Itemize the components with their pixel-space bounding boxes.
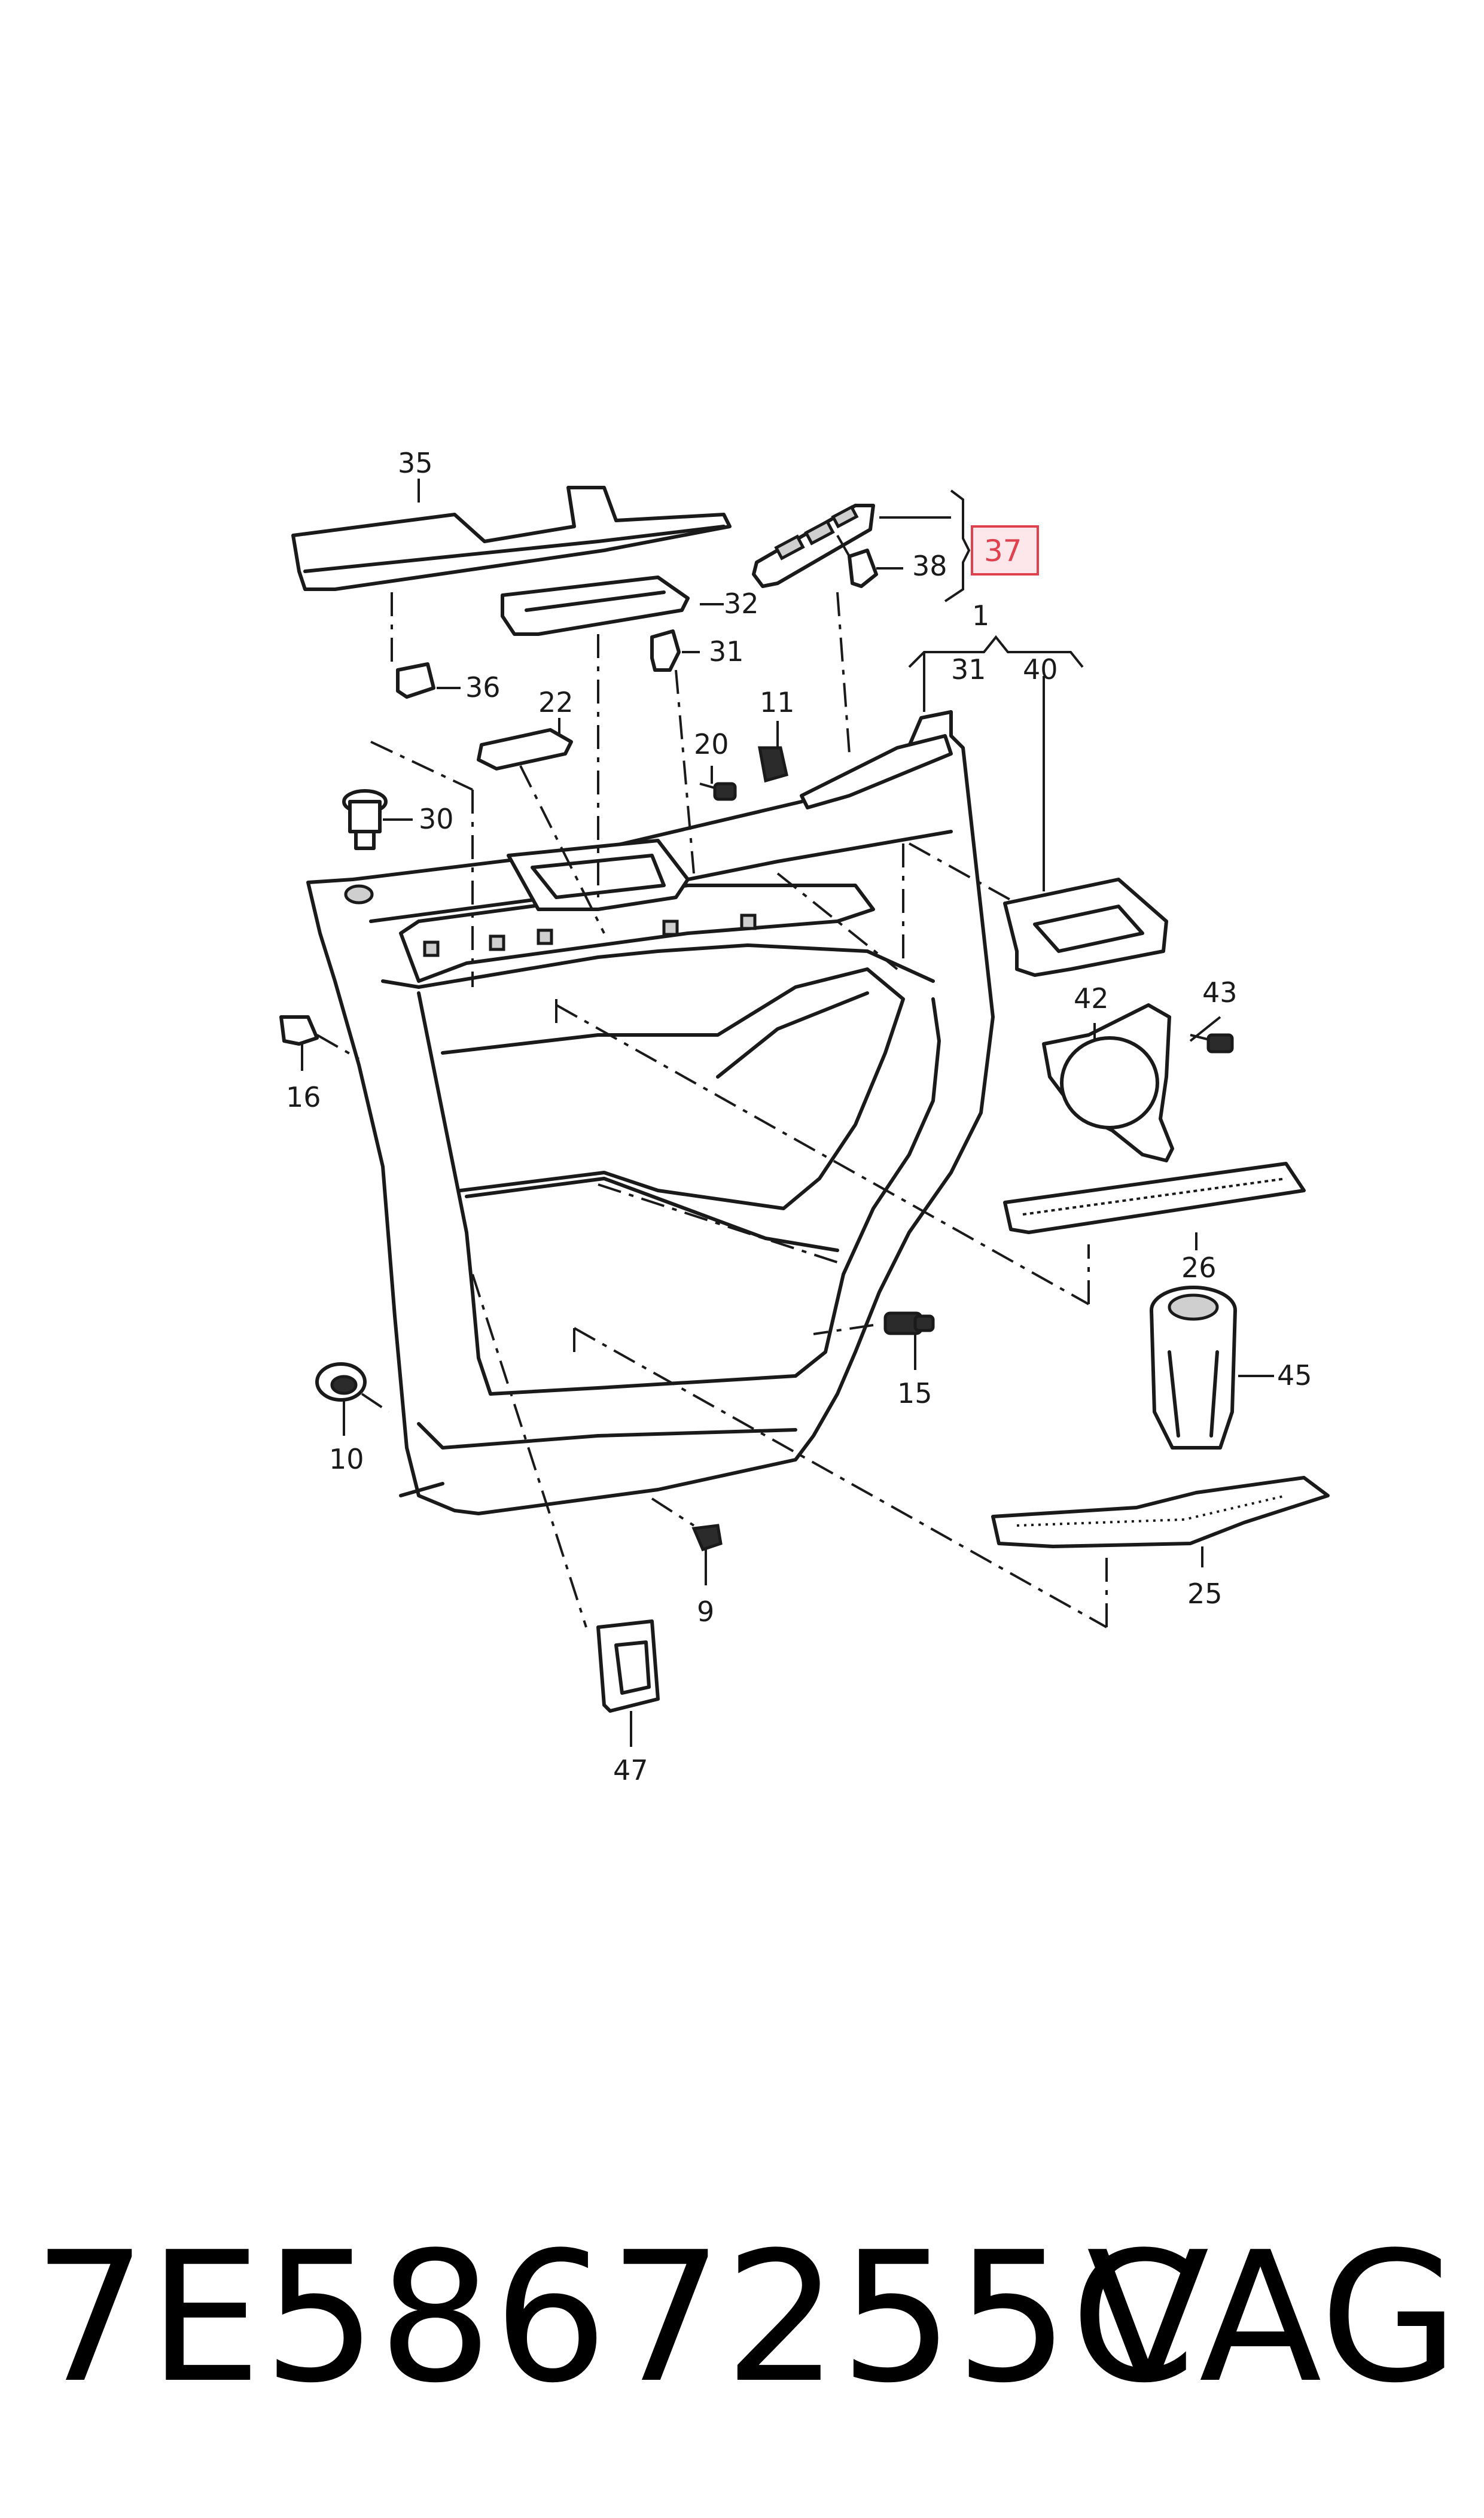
callout-10: 10 [329,1443,364,1475]
part-40-switch-bezel [1003,878,1168,977]
part-45-cup-insert [1150,1286,1237,1450]
part-11-plug [758,746,788,783]
callout-31-assembly: 31 [951,653,986,686]
part-25-seal [991,1476,1330,1548]
callout-26: 26 [1181,1252,1217,1284]
callout-31-clip: 31 [709,635,744,668]
callout-32: 32 [724,587,759,620]
part-31-clip [650,629,681,672]
part-30-fastener [342,789,388,850]
part-15-screw [883,1311,935,1335]
part-36-clip [396,662,435,699]
leader-lines [301,479,1274,1747]
brand-label: VAG [1086,2213,1460,2422]
callout-25: 25 [1187,1578,1223,1610]
callout-1: 1 [972,599,989,632]
part-22-bracket [477,728,573,771]
part-16-clip [279,1015,319,1046]
footer: 7E5867255C VAG [0,2213,1484,2465]
parts-diagram: 35 37 38 32 31 36 22 11 20 1 31 40 30 16… [279,447,1330,1786]
part-number: 7E5867255C [33,2213,1197,2422]
callout-42: 42 [1074,982,1109,1015]
part-37-window-switch [752,504,875,588]
callout-36: 36 [465,671,501,704]
callout-38: 38 [912,550,947,582]
callout-11: 11 [760,686,795,718]
callout-labels: 35 37 38 32 31 36 22 11 20 1 31 40 30 16… [286,447,1312,1786]
callout-16: 16 [286,1081,321,1113]
part-47-cover-cap [596,1619,660,1713]
part-32-handle-cover [501,576,690,636]
part-35-trim-strip [291,486,732,591]
callout-35: 35 [398,447,433,479]
callout-30: 30 [419,803,454,835]
callout-22: 22 [538,686,574,718]
callout-37-highlight [971,525,1039,576]
part-42-speaker-bracket [1042,1003,1174,1162]
callout-37[interactable]: 37 [984,534,1022,568]
callout-45: 45 [1277,1359,1312,1392]
callout-20: 20 [694,728,729,760]
callout-40: 40 [1023,653,1058,686]
part-43-screw [1190,1033,1234,1054]
callout-15: 15 [897,1377,933,1409]
callout-47: 47 [613,1754,648,1786]
part-10-clip [315,1362,367,1402]
door-trim-panel [306,710,995,1515]
callout-9: 9 [697,1596,714,1628]
part-26-seal-strip [1003,1162,1306,1234]
part-9-clip [691,1524,723,1552]
callout-43: 43 [1202,976,1238,1009]
part-38-clip [848,549,878,588]
part-20-screw [699,782,737,801]
